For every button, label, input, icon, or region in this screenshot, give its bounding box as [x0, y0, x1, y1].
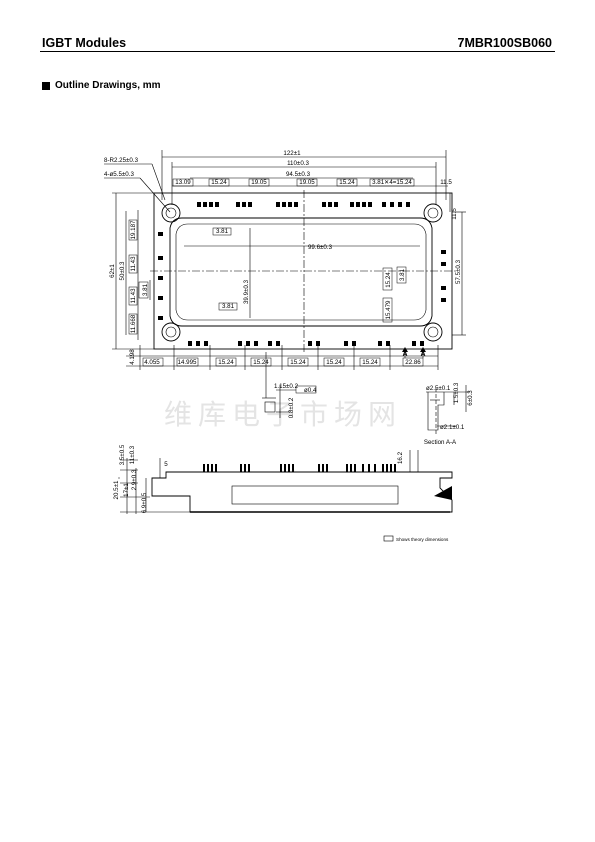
section-heading: Outline Drawings, mm — [42, 80, 161, 91]
top-pitch-1: 15.24 — [211, 179, 227, 186]
side-dim-1: 11.43 — [130, 256, 137, 272]
section-mark-left: A — [402, 351, 407, 358]
side-dim-3: 11.668 — [130, 314, 137, 333]
legend-text: Shows theory dimensions — [396, 537, 449, 542]
right-small: 11.5 — [451, 208, 458, 220]
bottom-pitch-3: 15.24 — [253, 359, 269, 366]
side-dim-5: 50±0.3 — [119, 261, 126, 280]
small-box-3: 15.24 — [385, 272, 392, 288]
side-dim-2: 11.43 — [130, 288, 137, 304]
side-view-dim-1: 11±0.3 — [129, 445, 136, 464]
section-aa-h2: 6±0.3 — [467, 390, 474, 406]
small-box-4: 3.81 — [399, 268, 406, 281]
header-rule — [40, 51, 555, 52]
inner-width: 99.6±0.3 — [308, 244, 333, 251]
pin-detail-tag: ø0.4 — [304, 387, 317, 394]
side-view-dim-3: 17±1 — [123, 483, 130, 497]
header-part-number: 7MBR100SB060 — [457, 36, 553, 50]
top-pitch-5: 3.81✕4=15.24 — [372, 179, 412, 186]
dim-radius: 8-R2.25±0.3 — [104, 157, 139, 164]
bottom-pitch-2: 15.24 — [218, 359, 234, 366]
section-aa-d2: ø2.1±0.1 — [440, 424, 465, 431]
small-box-5: 15.479 — [385, 300, 392, 319]
section-aa-d1: ø2.5±0.1 — [426, 385, 451, 392]
side-view-dim-2: 20.5±1 — [113, 480, 120, 499]
inner-height: 39.9±0.3 — [243, 279, 250, 304]
small-box-2: 3.81 — [222, 303, 235, 310]
top-pitch-3: 19.05 — [299, 179, 315, 186]
top-pitch-0: 13.09 — [175, 179, 191, 186]
side-dim-0: 19.187 — [130, 220, 137, 239]
side-view-dim-0: 3.5±0.5 — [119, 444, 126, 465]
dim-holes: 4-ø5.5±0.3 — [104, 171, 134, 178]
bottom-pitch-1: 14.995 — [178, 359, 197, 366]
dim-mid: 110±0.3 — [287, 160, 309, 167]
bottom-pitch-5: 15.24 — [326, 359, 342, 366]
bottom-left-small: 4.198 — [129, 349, 136, 365]
dim-right-offset: 11.5 — [440, 179, 452, 186]
top-pitch-2: 19.05 — [251, 179, 267, 186]
dim-inner: 94.5±0.3 — [286, 171, 311, 178]
section-aa-label: Section A-A — [424, 439, 457, 446]
bottom-pitch-4: 15.24 — [290, 359, 306, 366]
bullet-square-icon — [42, 81, 50, 90]
pin-detail-top: 1.15±0.2 — [274, 383, 299, 390]
top-pitch-labels: 13.09 15.24 19.05 19.05 15.24 3.81✕4=15.… — [175, 179, 412, 186]
side-view-dim-6: 5 — [164, 461, 168, 468]
small-box-1: 3.81 — [142, 283, 149, 296]
small-box-0: 3.81 — [216, 228, 229, 235]
header-left-title: IGBT Modules — [42, 36, 127, 50]
dim-overall: 122±1 — [283, 150, 301, 157]
pin-detail-side: 0.8±0.2 — [288, 397, 295, 418]
section-mark-right: A — [420, 351, 425, 358]
section-aa-h1: 1.5±0.3 — [453, 382, 460, 403]
bottom-pitch-6: 15.24 — [362, 359, 378, 366]
right-height: 57.5±0.3 — [455, 259, 462, 284]
side-view-dim-5: 6.9±0.5 — [141, 492, 148, 513]
side-dim-4: 62±1 — [109, 264, 116, 278]
bottom-pitch-7: 22.86 — [405, 359, 421, 366]
side-view-dim-4: 2.9±0.3 — [131, 469, 138, 490]
top-pitch-4: 15.24 — [339, 179, 355, 186]
side-view-dim-7: 16.2 — [397, 451, 404, 464]
section-title-text: Outline Drawings, mm — [55, 80, 161, 91]
bottom-pitch-0: 4.055 — [144, 359, 160, 366]
